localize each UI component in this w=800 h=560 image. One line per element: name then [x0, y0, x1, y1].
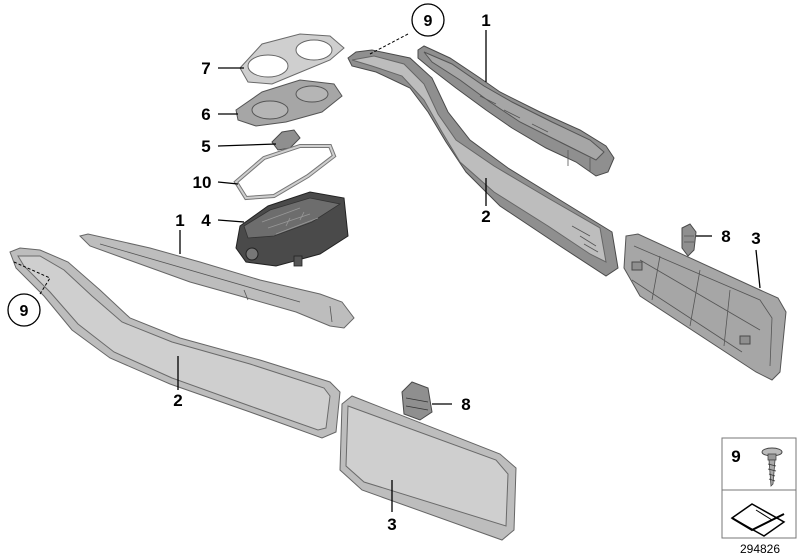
part-8-clip-upper — [681, 223, 697, 257]
callout-1-left: 1 — [175, 211, 184, 230]
callout-2-left: 2 — [173, 391, 182, 410]
part-5-cover — [271, 129, 301, 151]
callout-9-left: 9 — [7, 293, 41, 327]
callout-1-top: 1 — [481, 11, 490, 30]
part-2-left-trim — [9, 247, 341, 439]
legend-box: 9 — [721, 437, 797, 539]
part-8-clip-bottom — [401, 381, 433, 421]
callout-8-top: 8 — [721, 227, 730, 246]
callout-9-top-label: 9 — [424, 13, 433, 30]
orientation-arrow-icon — [730, 503, 786, 537]
callout-9-top: 9 — [411, 3, 445, 37]
callout-3-right: 3 — [751, 229, 760, 248]
callout-5: 5 — [201, 137, 210, 156]
part-1-left-rail — [79, 233, 355, 329]
callout-3-bottom: 3 — [387, 515, 396, 534]
part-10-seal-frame — [233, 144, 337, 201]
leader-lines — [13, 30, 761, 512]
callout-4: 4 — [201, 211, 211, 230]
legend-item-label: 9 — [731, 447, 740, 466]
callout-9-left-label: 9 — [20, 303, 29, 320]
callout-7: 7 — [201, 59, 210, 78]
screw-icon — [761, 447, 783, 487]
part-3-bottom-panel — [339, 395, 517, 541]
callout-2-top: 2 — [481, 207, 490, 226]
callout-6: 6 — [201, 105, 210, 124]
part-4-control-unit — [235, 191, 349, 267]
part-6-cupholder-insert — [235, 79, 343, 127]
part-3-right-panel — [623, 233, 787, 381]
callout-8-bottom: 8 — [461, 395, 470, 414]
reference-number: 294826 — [740, 542, 780, 556]
part-1-upper-rail — [417, 45, 615, 177]
callout-10: 10 — [193, 173, 212, 192]
part-2-upper-trim — [347, 49, 619, 277]
part-7-cupholder-frame — [239, 33, 345, 85]
